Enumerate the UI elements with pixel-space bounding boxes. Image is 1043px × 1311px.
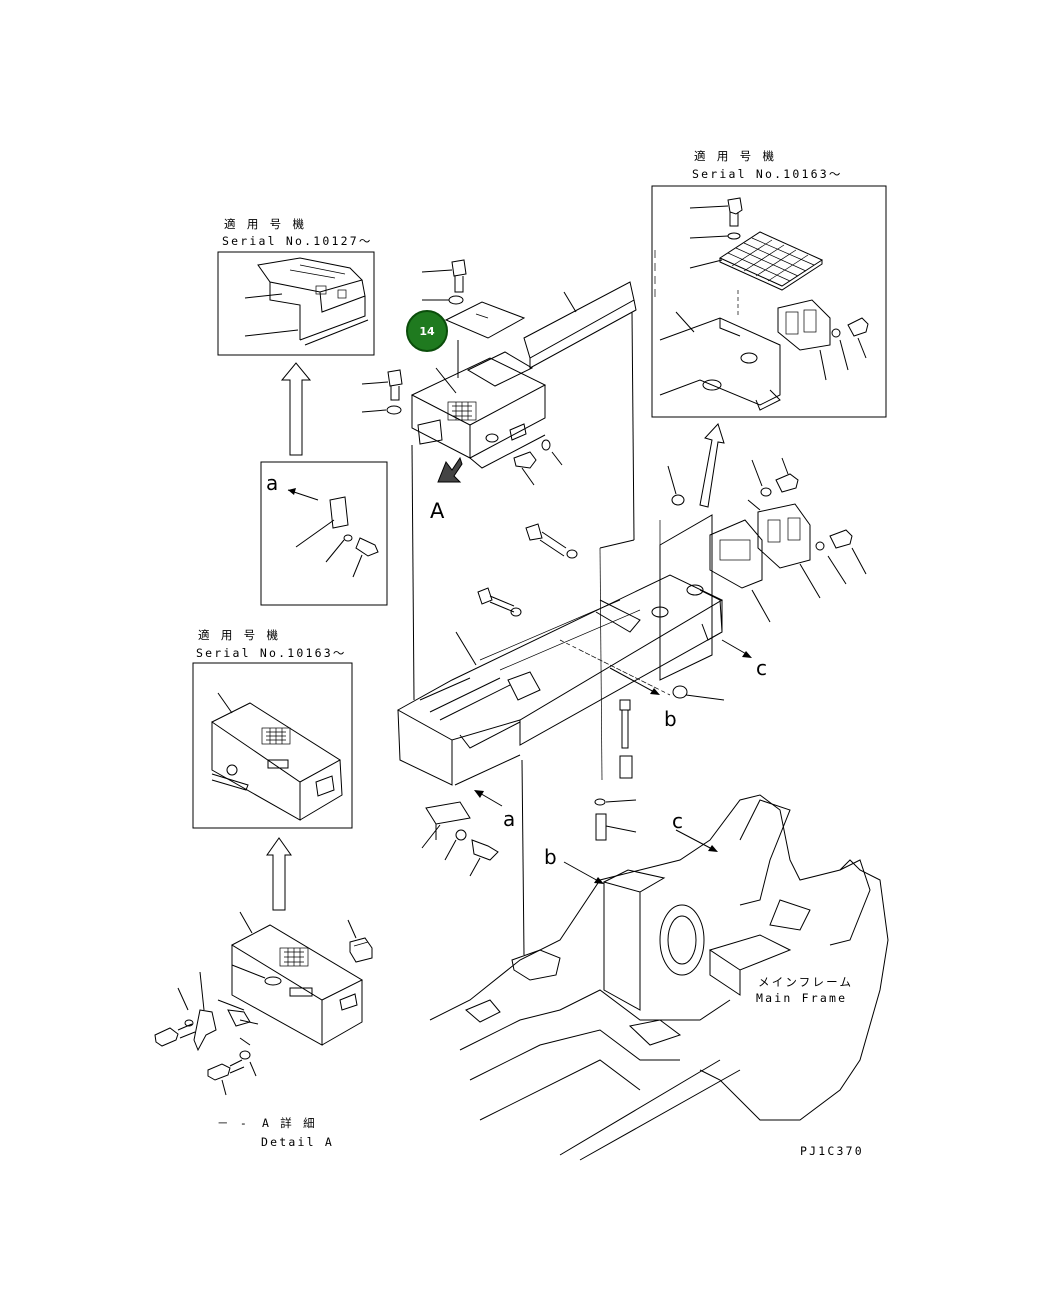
- arrow-up-right: [699, 423, 725, 508]
- view-letter-c-frame: c: [756, 656, 767, 680]
- cover-plate-sketch: [257, 257, 369, 346]
- inset-mid-left: 適 用 号 機 Serial No.10163～: [192, 628, 353, 829]
- part-hotspot-14[interactable]: 14: [406, 310, 448, 352]
- detail-a-label-en: Detail A: [261, 1135, 334, 1149]
- inset-top-right-serial: Serial No.10163～: [692, 167, 843, 181]
- view-letter-c-main: c: [672, 809, 683, 833]
- inset-top-right: 適 用 号 機 Serial No.10163～: [651, 149, 887, 418]
- upper-cover-assembly: A: [361, 259, 637, 549]
- detail-a-dash-mark: － -: [217, 1116, 249, 1130]
- view-letter-b-main: b: [544, 845, 557, 869]
- battery-box-sketch: [211, 702, 343, 821]
- grid-mesh: [718, 231, 824, 291]
- guide-line-center: [521, 759, 525, 956]
- arrow-up-left-2: [266, 837, 292, 911]
- inset-a-frame: [260, 461, 388, 606]
- inset-top-left-serial: Serial No.10127～: [222, 234, 373, 248]
- main-frame-label-jp: メインフレーム: [758, 975, 853, 989]
- view-letter-a-frame: a: [503, 807, 515, 831]
- guide-line-left: [411, 444, 415, 701]
- inset-top-right-title: 適 用 号 機: [694, 149, 776, 163]
- inset-top-left-frame: [217, 251, 375, 356]
- main-frame-label-en: Main Frame: [756, 991, 847, 1005]
- middle-frame-assembly: a b c: [396, 457, 867, 877]
- inset-mid-left-serial: Serial No.10163～: [196, 646, 347, 660]
- main-frame-drawing: b c: [429, 794, 889, 1161]
- hotspot-badge-circle[interactable]: [406, 310, 448, 352]
- inset-a-box: a: [260, 461, 388, 606]
- view-letter-a-inset: a: [266, 471, 278, 495]
- arrow-up-left-1: [280, 362, 312, 456]
- view-letter-b-frame: b: [664, 707, 677, 731]
- inset-top-left: 適 用 号 機 Serial No.10127～: [217, 217, 375, 356]
- view-letter-A: A: [430, 499, 445, 523]
- inset-mid-left-frame: [192, 662, 353, 829]
- drawing-code: PJ1C370: [800, 1144, 864, 1158]
- detail-a-label-jp: A 詳 細: [262, 1116, 317, 1130]
- detail-a-drawing: [154, 911, 373, 1096]
- inset-top-left-title: 適 用 号 機: [224, 217, 306, 231]
- inset-mid-left-title: 適 用 号 機: [198, 628, 280, 642]
- hotspot-badge-label[interactable]: 14: [419, 325, 435, 338]
- inset-top-right-frame: [651, 185, 887, 418]
